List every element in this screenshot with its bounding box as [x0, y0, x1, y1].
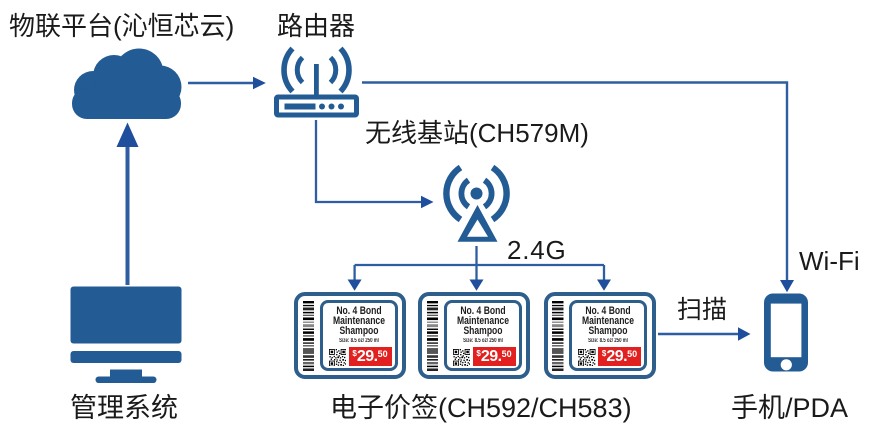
barcode-icon — [426, 300, 438, 371]
product-name-line1: No. 4 Bond — [459, 304, 506, 317]
product-name-line2: Maintenance — [456, 314, 509, 327]
qr-code-icon — [578, 348, 596, 366]
product-name-line2: Maintenance — [582, 314, 634, 327]
product-name-line3: Shampoo — [338, 325, 379, 338]
price-box: $29.50 — [348, 347, 392, 366]
computer-icon — [70, 286, 182, 383]
product-name-line3: Shampoo — [462, 325, 503, 338]
cloud-icon — [72, 48, 182, 119]
phone-icon — [764, 293, 808, 372]
product-size: Size: 8.5 oz/ 250 ml — [462, 338, 503, 345]
router-icon — [274, 46, 359, 118]
price-box: $29.50 — [472, 347, 516, 366]
arrow-management-to-cloud — [116, 122, 139, 285]
label-phone-pda: 手机/PDA — [731, 393, 849, 423]
arrow-router-to-base-station — [314, 120, 434, 209]
label-esl: 电子价签(CH592/CH583) — [330, 393, 632, 423]
arrow-router-to-phone — [362, 81, 794, 293]
product-size: Size: 8.5 oz/ 250 ml — [338, 338, 379, 345]
product-name-line3: Shampoo — [588, 325, 628, 338]
base-station-icon — [443, 164, 510, 242]
label-wifi: Wi-Fi — [799, 246, 860, 276]
price-cents: 50 — [501, 348, 512, 359]
qr-code-icon — [328, 348, 346, 366]
label-frequency: 2.4G — [507, 235, 567, 265]
tag-display-panel: No. 4 Bond Maintenance Shampoo Size: 8.5… — [443, 299, 522, 371]
esl-price-tag-2: No. 4 Bond Maintenance Shampoo Size: 8.5… — [418, 292, 530, 379]
label-scan: 扫描 — [677, 296, 728, 324]
barcode-icon — [552, 300, 564, 371]
product-name-line1: No. 4 Bond — [585, 304, 631, 317]
arrow-base-station-to-tags — [347, 246, 611, 291]
price-cents: 50 — [627, 348, 638, 359]
price-cents: 50 — [377, 348, 388, 359]
arrow-cloud-to-router — [188, 76, 266, 90]
arrow-scan-to-phone — [658, 327, 751, 341]
product-name-line2: Maintenance — [332, 314, 385, 327]
label-iot-platform: 物联平台(沁恒芯云) — [9, 11, 235, 41]
price-main: 29. — [356, 347, 378, 365]
barcode-icon — [302, 300, 314, 371]
label-management-system: 管理系统 — [70, 393, 178, 423]
price-currency: $ — [352, 348, 357, 358]
qr-code-icon — [452, 348, 470, 366]
price-main: 29. — [480, 347, 502, 365]
price-main: 29. — [606, 347, 628, 365]
tag-display-panel: No. 4 Bond Maintenance Shampoo Size: 8.5… — [569, 299, 647, 371]
label-base-station: 无线基站(CH579M) — [365, 118, 589, 148]
product-size: Size: 8.5 oz/ 250 ml — [588, 338, 628, 345]
esl-price-tag-1: No. 4 Bond Maintenance Shampoo Size: 8.5… — [294, 292, 406, 379]
price-box: $29.50 — [598, 347, 641, 366]
price-currency: $ — [601, 348, 607, 358]
product-name-line1: No. 4 Bond — [335, 304, 382, 317]
label-router: 路由器 — [277, 11, 356, 41]
price-currency: $ — [476, 348, 481, 358]
tag-display-panel: No. 4 Bond Maintenance Shampoo Size: 8.5… — [319, 299, 398, 371]
esl-price-tag-3: No. 4 Bond Maintenance Shampoo Size: 8.5… — [543, 292, 656, 379]
